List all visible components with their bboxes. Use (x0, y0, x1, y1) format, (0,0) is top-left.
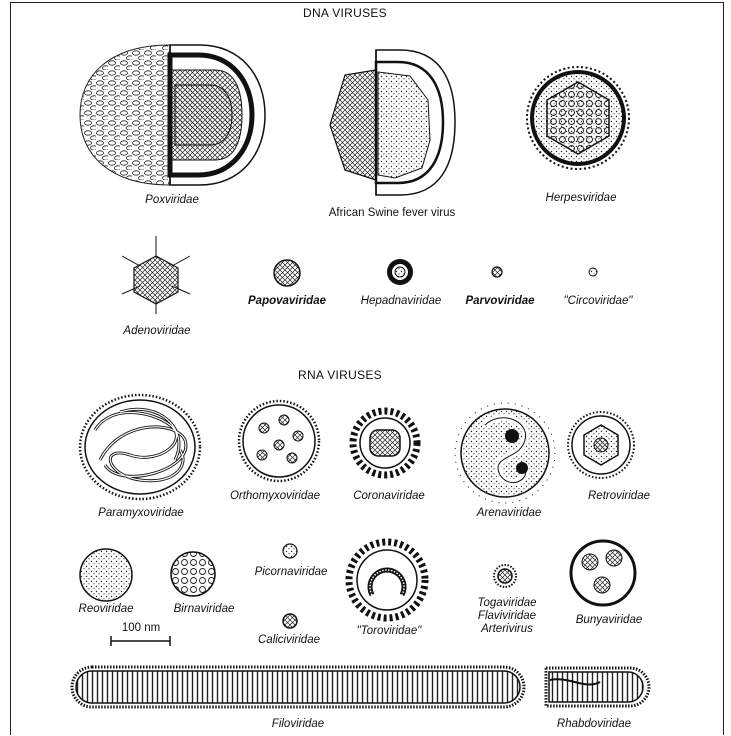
caliciviridae-label: Caliciviridae (258, 634, 320, 646)
poxviridae-drawing (80, 45, 265, 185)
toroviridae-label: "Toroviridae" (357, 625, 422, 637)
reoviridae-drawing (80, 549, 132, 601)
reoviridae-label: Reoviridae (79, 603, 134, 615)
orthomyxoviridae-label: Orthomyxoviridae (230, 490, 320, 502)
coronaviridae-drawing (353, 411, 417, 475)
retroviridae-label: Retroviridae (588, 490, 650, 502)
rhabdoviridae-drawing (546, 668, 649, 706)
picornaviridae-drawing (283, 544, 297, 558)
retroviridae-drawing (568, 412, 634, 478)
paramyxoviridae-drawing (80, 395, 200, 499)
african-swine-fever-label: African Swine fever virus (329, 207, 456, 219)
hepadnaviridae-drawing (387, 259, 413, 285)
togaviridae-drawing (494, 565, 516, 587)
papovaviridae-drawing (274, 260, 300, 286)
rna-viruses-heading: RNA VIRUSES (298, 368, 382, 382)
papovaviridae-label: Papovaviridae (248, 295, 326, 307)
hepadnaviridae-label: Hepadnaviridae (361, 295, 442, 307)
filoviridae-label: Filoviridae (272, 718, 324, 730)
orthomyxoviridae-drawing (239, 401, 319, 481)
parvoviridae-label: Parvoviridae (465, 295, 534, 307)
togaviridae-label: Togaviridae (477, 597, 536, 610)
parvoviridae-drawing (492, 267, 502, 277)
paramyxoviridae-label: Paramyxoviridae (98, 507, 184, 519)
scale-bar-label: 100 nm (122, 622, 160, 634)
herpesviridae-drawing (527, 67, 629, 169)
flaviviridae-label: Flaviviridae (477, 610, 536, 623)
arenaviridae-label: Arenaviridae (477, 507, 542, 519)
rhabdoviridae-label: Rhabdoviridae (557, 718, 631, 730)
herpesviridae-label: Herpesviridae (546, 192, 617, 204)
filoviridae-drawing (72, 667, 524, 707)
african-swine-fever-drawing (330, 50, 455, 195)
poxviridae-label: Poxviridae (145, 194, 199, 206)
dna-viruses-heading: DNA VIRUSES (303, 6, 387, 20)
toroviridae-drawing (349, 542, 425, 618)
adenoviridae-drawing (122, 236, 190, 314)
birnaviridae-drawing (171, 552, 215, 596)
bunyaviridae-label: Bunyaviridae (576, 614, 642, 626)
bunyaviridae-drawing (571, 541, 635, 605)
arenaviridae-drawing (455, 403, 555, 503)
circoviridae-label: "Circoviridae" (564, 295, 633, 307)
caliciviridae-drawing (283, 614, 297, 628)
coronaviridae-label: Coronaviridae (353, 490, 425, 502)
birnaviridae-label: Birnaviridae (174, 603, 235, 615)
picornaviridae-label: Picornaviridae (255, 566, 328, 578)
scale-bar (111, 636, 170, 646)
arterivirus-label: Arterivirus (477, 623, 536, 636)
circoviridae-drawing (589, 268, 597, 276)
toga-group-labels: Togaviridae Flaviviridae Arterivirus (477, 597, 536, 636)
adenoviridae-label: Adenoviridae (123, 325, 190, 337)
